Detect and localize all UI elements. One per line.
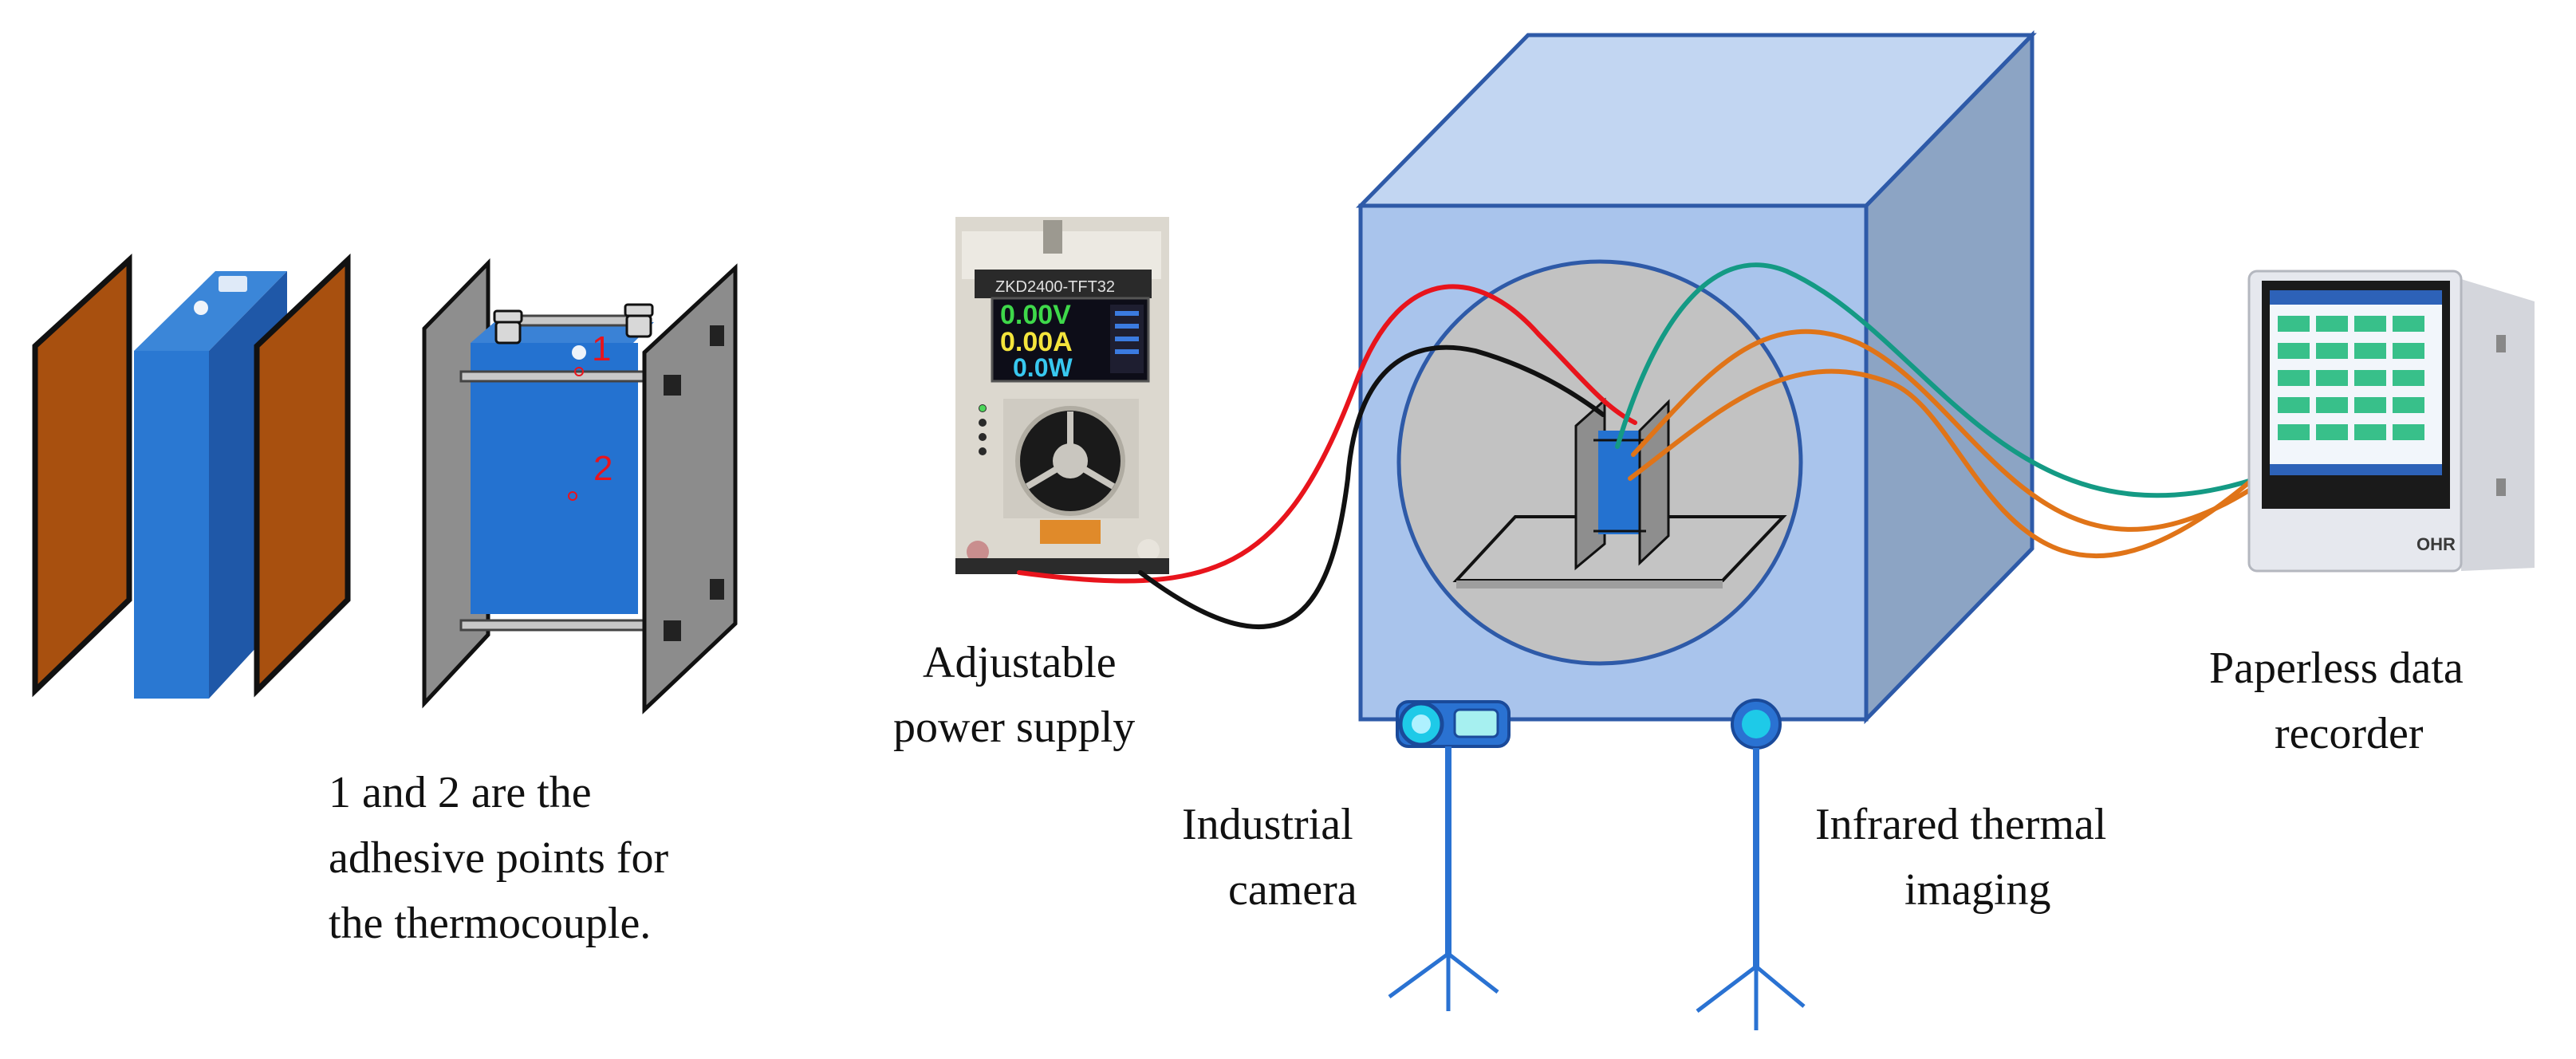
industrial-camera-label-2: camera [1228, 865, 1357, 915]
infrared-camera-label-1: Infrared thermal [1815, 800, 2106, 849]
teal-thermocouple-wire [1615, 262, 2259, 498]
adhesive-point-2 [568, 491, 577, 501]
power-readout: 0.0W [1013, 353, 1073, 382]
orange-thermocouple-wire-1 [1631, 329, 2258, 532]
heating-pad-left [32, 254, 132, 698]
recorder-label-1: Paperless data [2209, 644, 2464, 693]
power-supply-label-1: Adjustable [923, 638, 1117, 687]
recorder-brand: OHR [2416, 534, 2456, 554]
voltage-readout: 0.00V [1000, 300, 1071, 330]
paperless-data-recorder: OHR [2247, 270, 2535, 573]
clamped-cell-assembly: 1 2 [422, 258, 738, 715]
heating-pad-right [254, 253, 351, 698]
power-supply-device: ZKD2400-TFT32 0.00V 0.00A 0.0W [955, 217, 1169, 574]
environmental-chamber [1356, 30, 2037, 725]
red-lead [1017, 284, 1637, 584]
power-supply-label-2: power supply [893, 703, 1135, 752]
current-readout: 0.00A [1000, 327, 1073, 357]
caption-line-1: 1 and 2 are the [329, 768, 592, 817]
wiring [1017, 262, 2259, 629]
caption-line-2: adhesive points for [329, 833, 668, 883]
clamped-battery-cell [471, 343, 638, 614]
point-1-label: 1 [592, 329, 611, 368]
orange-thermocouple-wire-2 [1628, 368, 2256, 559]
recorder-label-2: recorder [2275, 709, 2424, 758]
adhesive-point-1 [574, 367, 584, 376]
black-lead [1138, 344, 1605, 629]
power-supply-model: ZKD2400-TFT32 [995, 278, 1115, 296]
caption-line-3: the thermocouple. [329, 899, 651, 948]
industrial-camera [1388, 700, 1511, 1011]
point-2-label: 2 [593, 449, 612, 488]
exploded-cell-assembly [32, 253, 351, 699]
industrial-camera-label-1: Industrial [1182, 800, 1353, 849]
infrared-camera-label-2: imaging [1904, 865, 2051, 915]
infrared-thermal-camera [1696, 699, 1806, 1030]
